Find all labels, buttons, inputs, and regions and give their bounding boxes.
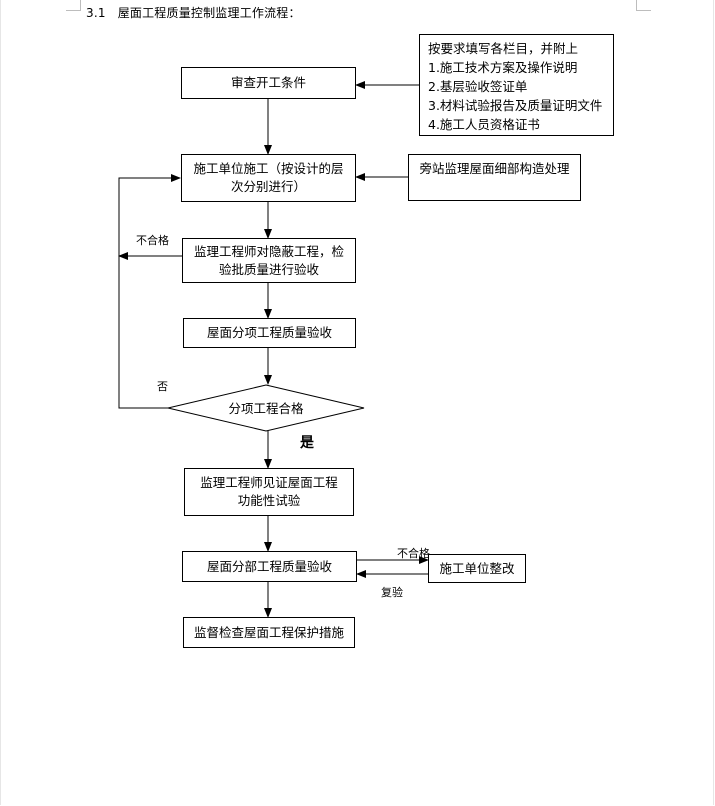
box-hidden-check-line2: 验批质量进行验收 <box>218 261 319 277</box>
box-hidden-check: 监理工程师对隐蔽工程，检 验批质量进行验收 <box>182 238 356 283</box>
label-no: 否 <box>157 380 168 393</box>
box-witness-test-line2: 功能性试验 <box>237 493 301 508</box>
box-protection-label: 监督检查屋面工程保护措施 <box>193 624 344 640</box>
section-heading: 3.1 屋面工程质量控制监理工作流程： <box>86 4 301 21</box>
box-subpart-acceptance-label: 屋面分部工程质量验收 <box>206 558 332 574</box>
box-witness-test: 监理工程师见证屋面工程 功能性试验 <box>184 468 354 516</box>
margin-mark-left <box>66 0 81 11</box>
notes-line-2: 2.基层验收签证单 <box>428 79 528 94</box>
label-fail-2: 不合格 <box>397 547 430 560</box>
box-protection: 监督检查屋面工程保护措施 <box>183 617 355 648</box>
box-construction: 施工单位施工（按设计的层 次分别进行） <box>181 154 356 202</box>
box-rectify: 施工单位整改 <box>428 554 526 583</box>
notes-line-1: 1.施工技术方案及操作说明 <box>428 60 578 75</box>
label-yes: 是 <box>300 435 314 451</box>
box-subpart-acceptance: 屋面分部工程质量验收 <box>182 551 357 582</box>
section-title: 屋面工程质量控制监理工作流程： <box>117 6 301 20</box>
label-fail-1: 不合格 <box>136 234 169 247</box>
box-rectify-label: 施工单位整改 <box>439 560 515 576</box>
box-construction-line1: 施工单位施工（按设计的层 <box>193 161 344 176</box>
box-review-conditions-label: 审查开工条件 <box>230 75 306 90</box>
box-side-supervision: 旁站监理屋面细部构造处理 <box>408 154 581 201</box>
section-number: 3.1 <box>86 6 106 20</box>
notes-line-0: 按要求填写各栏目，并附上 <box>428 41 579 56</box>
box-review-conditions: 审查开工条件 <box>181 67 356 99</box>
box-construction-line2: 次分别进行） <box>230 179 306 194</box>
box-hidden-check-line1: 监理工程师对隐蔽工程，检 <box>193 243 344 259</box>
notes-line-4: 4.施工人员资格证书 <box>428 117 540 132</box>
box-side-supervision-label: 旁站监理屋面细部构造处理 <box>419 161 570 176</box>
box-subitem-acceptance: 屋面分项工程质量验收 <box>183 318 356 348</box>
decision-diamond <box>167 384 365 432</box>
decision-label: 分项工程合格 <box>228 401 304 416</box>
margin-mark-right <box>636 0 651 11</box>
required-documents-box: 按要求填写各栏目，并附上 1.施工技术方案及操作说明 2.基层验收签证单 3.材… <box>419 34 614 136</box>
box-witness-test-line1: 监理工程师见证屋面工程 <box>200 475 338 490</box>
box-subitem-acceptance-label: 屋面分项工程质量验收 <box>206 325 332 340</box>
label-recheck: 复验 <box>381 586 403 599</box>
loop-no-return <box>118 174 181 409</box>
notes-line-3: 3.材料试验报告及质量证明文件 <box>428 98 603 113</box>
